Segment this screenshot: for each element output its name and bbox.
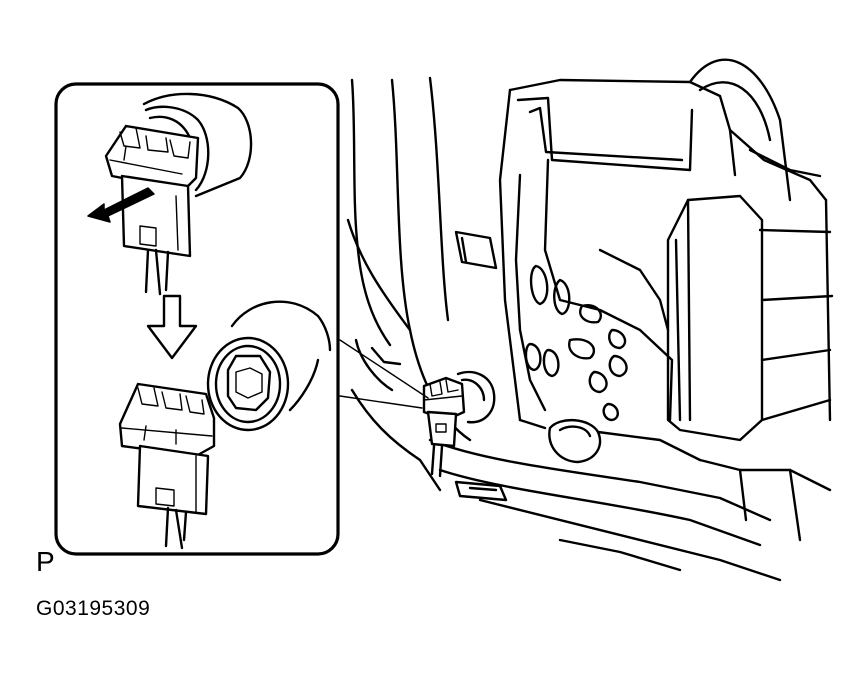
connector-disconnecting-drawing bbox=[104, 92, 253, 296]
detail-leader-line bbox=[339, 339, 429, 399]
view-letter-label: P bbox=[36, 546, 55, 577]
detail-leader-line bbox=[339, 395, 423, 409]
next-step-down-arrow bbox=[146, 294, 198, 360]
connector-unplugged-drawing bbox=[118, 382, 216, 550]
socket-face-drawing bbox=[206, 300, 332, 432]
installed-connector-drawing bbox=[422, 370, 496, 478]
seat-frame-drawing bbox=[346, 58, 834, 582]
pull-direction-arrow bbox=[87, 187, 155, 223]
figure-code-label: G03195309 bbox=[36, 597, 151, 620]
